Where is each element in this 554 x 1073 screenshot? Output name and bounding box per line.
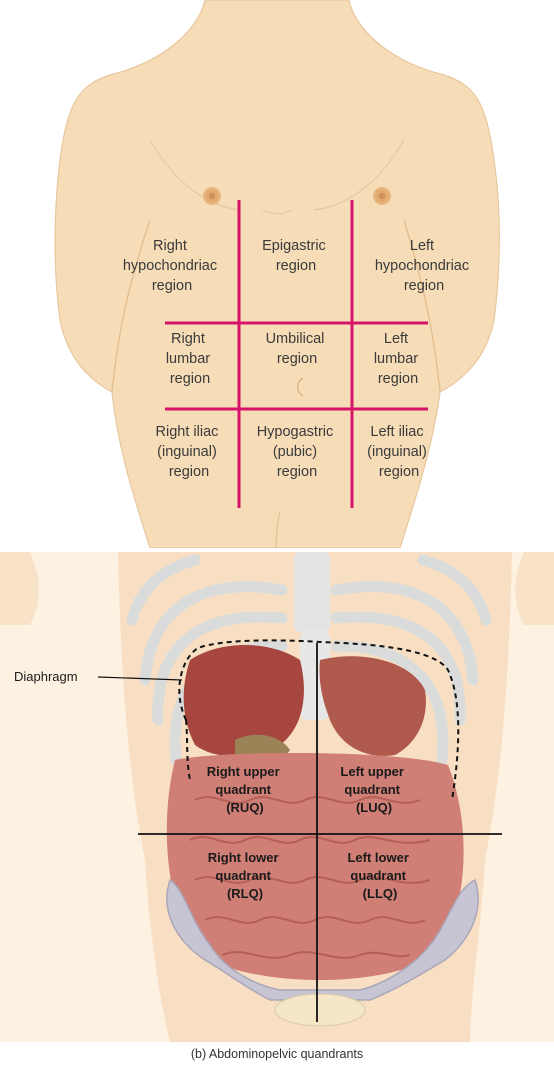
figure-caption: (b) Abdominopelvic quandrants xyxy=(191,1047,363,1061)
label-line: Right lower xyxy=(208,850,279,865)
label-line: Right xyxy=(153,238,187,254)
label-line: region xyxy=(276,258,316,274)
label-line: (RLQ) xyxy=(227,886,263,901)
label-line: Left xyxy=(384,331,408,347)
label-line: quadrant xyxy=(350,868,406,883)
label-line: region xyxy=(379,464,419,480)
label-line: hypochondriac xyxy=(375,258,469,274)
label-line: (RUQ) xyxy=(226,800,264,815)
label-line: region xyxy=(277,351,317,367)
label-line: region xyxy=(378,371,418,387)
label-line: quadrant xyxy=(215,868,271,883)
label-line: region xyxy=(170,371,210,387)
label-line: Right xyxy=(171,331,205,347)
label-line: (LLQ) xyxy=(363,886,398,901)
label-line: Hypogastric xyxy=(257,424,334,440)
label-line: (inguinal) xyxy=(367,444,427,460)
label-line: region xyxy=(277,464,317,480)
label-line: (LUQ) xyxy=(356,800,392,815)
label-line: region xyxy=(152,278,192,294)
diaphragm-label: Diaphragm xyxy=(14,669,78,684)
right-lumbar-label: Right lumbar region xyxy=(166,331,214,387)
nine-regions-panel: Right hypochondriac region Epigastric re… xyxy=(55,0,499,548)
label-line: Right iliac xyxy=(156,424,219,440)
label-line: (pubic) xyxy=(273,444,317,460)
label-line: lumbar xyxy=(166,351,210,367)
label-line: lumbar xyxy=(374,351,418,367)
label-line: Epigastric xyxy=(262,238,326,254)
label-line: region xyxy=(404,278,444,294)
label-line: quadrant xyxy=(215,782,271,797)
label-line: Right upper xyxy=(207,764,280,779)
label-line: Left iliac xyxy=(370,424,423,440)
label-line: quadrant xyxy=(344,782,400,797)
four-quadrants-panel: Diaphragm Right upper quadrant (RUQ) Lef… xyxy=(0,552,554,1042)
spine xyxy=(294,552,330,632)
label-line: Left lower xyxy=(347,850,408,865)
label-line: hypochondriac xyxy=(123,258,217,274)
label-line: (inguinal) xyxy=(157,444,217,460)
label-line: Left xyxy=(410,238,434,254)
label-line: region xyxy=(169,464,209,480)
label-line: Umbilical xyxy=(266,331,325,347)
label-line: Left upper xyxy=(340,764,404,779)
